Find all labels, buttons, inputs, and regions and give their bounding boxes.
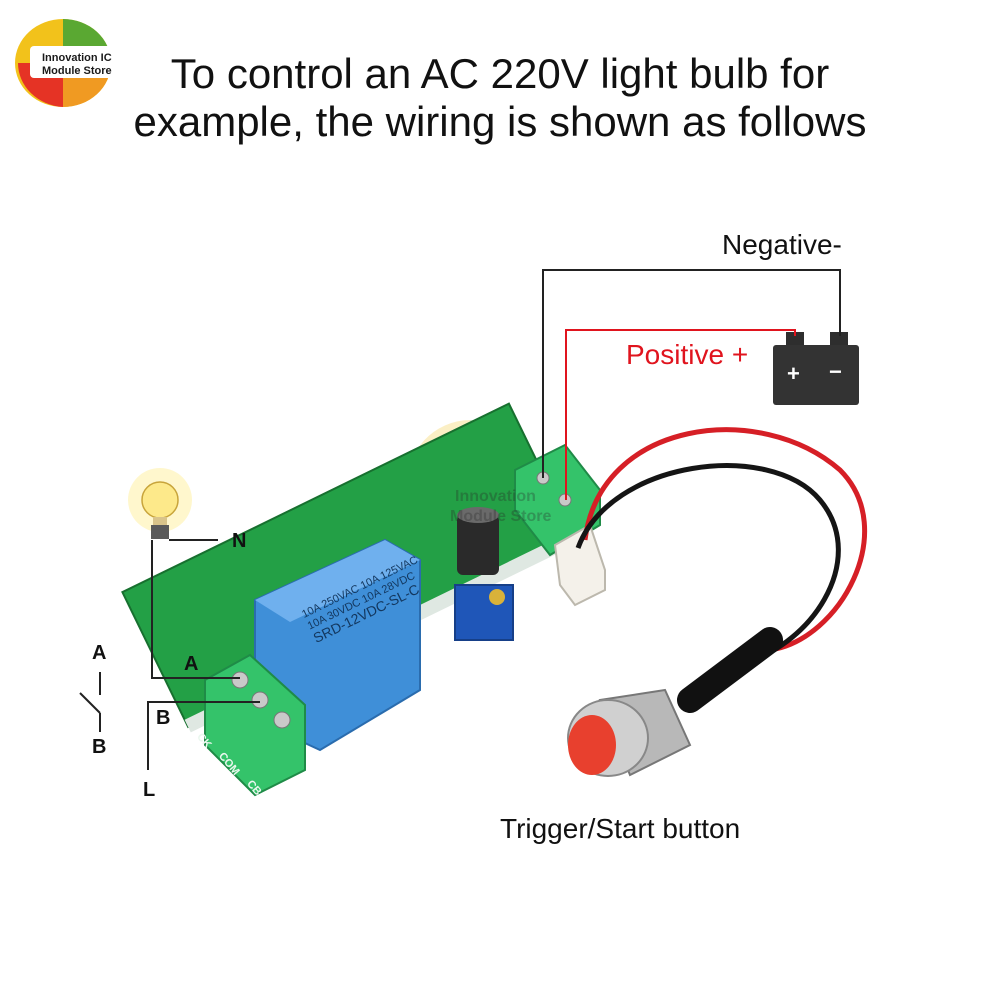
positive-label: Positive + (626, 339, 749, 370)
trigger-button (567, 688, 692, 777)
switch-a-label: A (92, 642, 107, 664)
watermark-line1: Innovation (455, 488, 536, 505)
title-line1: To control an AC 220V light bulb for (170, 50, 830, 97)
output-terminal-block (204, 653, 306, 797)
trigger-button-label: Trigger/Start button (500, 813, 741, 844)
negative-wire (542, 269, 841, 478)
watermark-line2: Module Store (450, 508, 552, 525)
battery-plus-label: + (787, 361, 800, 386)
live-label: L (143, 779, 156, 801)
positive-wire (565, 329, 796, 500)
switch-symbol-icon (79, 672, 101, 732)
button-cable-sleeve (677, 627, 783, 713)
logo-line1: Innovation IC (42, 52, 112, 64)
lamp-to-a-wire (151, 540, 240, 679)
potentiometer (454, 584, 514, 641)
trigger-wire-black (575, 463, 841, 668)
logo-leaf-icon (15, 19, 126, 107)
terminal-b-label: B (156, 707, 171, 729)
trigger-wire-red (582, 427, 868, 653)
switch-b-label: B (92, 736, 107, 758)
battery-minus-label: − (829, 359, 842, 384)
battery-icon (773, 332, 859, 405)
light-bulb-icon (128, 468, 192, 539)
logo-line2: Module Store (42, 65, 112, 77)
terminal-a-label: A (184, 653, 199, 675)
title-line2: example, the wiring is shown as follows (133, 98, 867, 145)
power-terminal-block (514, 443, 601, 557)
page-title: To control an AC 220V light bulb for exa… (60, 50, 940, 146)
capacitor (457, 507, 499, 575)
neutral-label: N (232, 530, 247, 552)
l-to-b-wire (147, 701, 260, 770)
store-logo: Innovation IC Module Store (8, 8, 128, 108)
negative-label: Negative- (722, 229, 842, 260)
